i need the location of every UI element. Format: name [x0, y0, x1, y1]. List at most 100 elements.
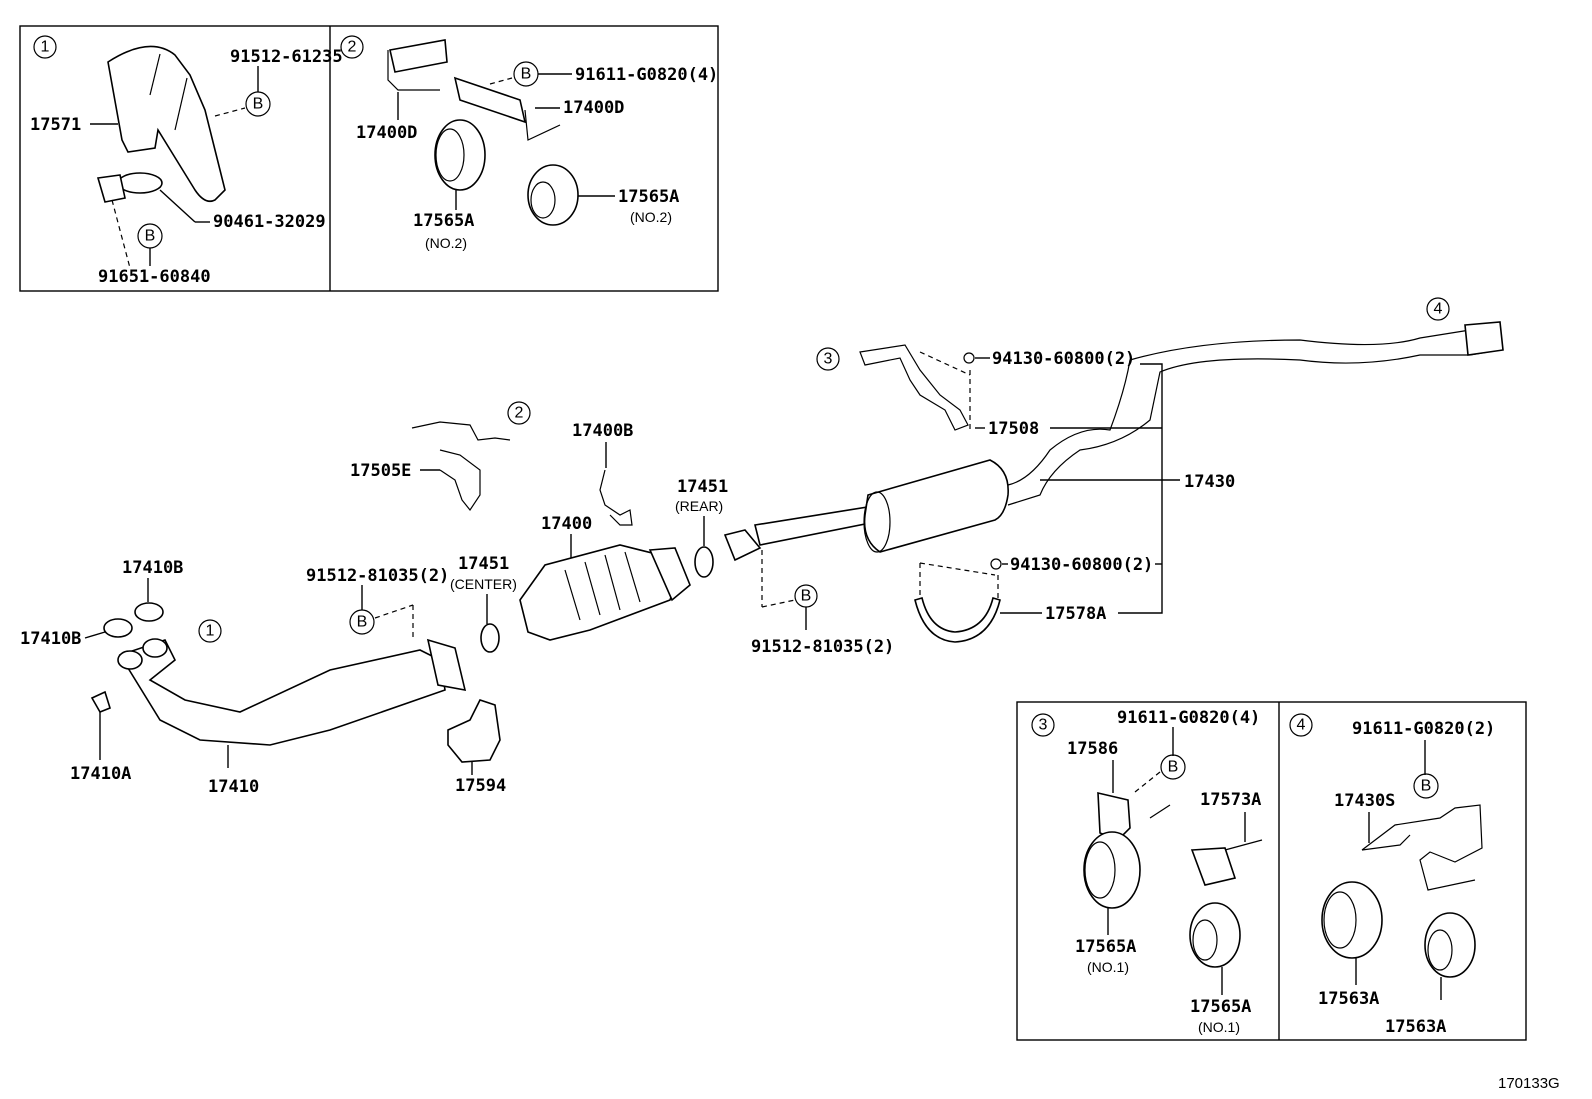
- bracket-17400b[interactable]: [599, 469, 633, 526]
- label-17586: 17586: [1067, 739, 1118, 759]
- bracket-17505e[interactable]: [411, 421, 511, 512]
- label-91651-60840: 91651-60840: [98, 267, 211, 287]
- label-17430s: 17430S: [1334, 791, 1395, 811]
- marker-1-text: 1: [206, 623, 215, 640]
- heat-insulator-17578a[interactable]: [914, 597, 1001, 643]
- clamp-90461-32029[interactable]: [117, 172, 163, 194]
- bracket-17594[interactable]: [447, 699, 501, 763]
- marker-2-text: 2: [348, 39, 357, 56]
- bolt-b-text: B: [801, 588, 812, 605]
- label-94130-60800-bottom: 94130-60800(2): [1010, 555, 1153, 575]
- manifold-port: [117, 650, 143, 670]
- label-no2: (NO.2): [630, 209, 672, 225]
- rubber-inner: [435, 128, 465, 182]
- marker-3-text: 3: [824, 351, 833, 368]
- label-17573a: 17573A: [1200, 790, 1261, 810]
- rubber-hanger-17563a[interactable]: [1321, 881, 1383, 959]
- hanger-17430s[interactable]: [1361, 804, 1483, 891]
- label-17400d-right: 17400D: [563, 98, 624, 118]
- rubber-inner: [1084, 841, 1116, 899]
- heat-insulator-17571[interactable]: [107, 45, 226, 203]
- label-91611-g0820: 91611-G0820(4): [1117, 708, 1260, 728]
- bolt-b-text: B: [253, 96, 264, 113]
- rubber-inner: [1192, 919, 1218, 961]
- tail-pipe-tip: [1464, 321, 1504, 356]
- label-91611-g0820: 91611-G0820(2): [1352, 719, 1495, 739]
- bolt-b-icon: [1160, 754, 1186, 780]
- converter-flange: [648, 547, 691, 602]
- inset-4: 4 91611-G0820(2) B 17430S 17563A 17563A: [1289, 713, 1495, 1037]
- bracket-bolt: [1149, 804, 1171, 819]
- bolt-b-icon: [245, 91, 271, 117]
- center-pipe-flange: [723, 529, 762, 562]
- manifold-port: [142, 638, 168, 658]
- dashed-leader: [761, 599, 796, 608]
- label-17594: 17594: [455, 776, 506, 796]
- inset-2: 2 B 91611-G0820(4) 17400D 17400D 17565A …: [340, 35, 718, 251]
- label-17400d-left: 17400D: [356, 123, 417, 143]
- label-90461-32029: 90461-32029: [213, 212, 326, 232]
- label-17565a: 17565A: [618, 187, 679, 207]
- muffler-end: [863, 491, 891, 553]
- bolt-b-text: B: [521, 66, 532, 83]
- front-pipe-17410[interactable]: [118, 639, 446, 746]
- label-17563a: 17563A: [1385, 1017, 1446, 1037]
- nut-icon: [963, 352, 975, 364]
- marker-3-text: 3: [1039, 717, 1048, 734]
- label-17400b: 17400B: [572, 421, 633, 441]
- bracket-17573a[interactable]: [1190, 847, 1237, 886]
- label-17451-rear: 17451: [677, 477, 728, 497]
- label-17563a: 17563A: [1318, 989, 1379, 1009]
- bolt-b-text: B: [145, 228, 156, 245]
- dashed-leader: [214, 107, 246, 117]
- label-no2: (NO.2): [425, 235, 467, 251]
- dashed-leader: [489, 77, 513, 85]
- inset-1: 1 91512-61235 B 17571 90461-32029 B 9165…: [30, 35, 343, 287]
- bolt-b-text: B: [1168, 759, 1179, 776]
- label-17410: 17410: [208, 777, 259, 797]
- label-17451-center: 17451: [458, 554, 509, 574]
- bracket-17400d-left[interactable]: [389, 39, 448, 73]
- part-17410a[interactable]: [90, 690, 111, 714]
- bracket-rod: [387, 50, 440, 91]
- bolt-b-icon: [349, 609, 375, 635]
- rubber-hanger-17565a[interactable]: [434, 119, 486, 191]
- rubber-hanger-17563a[interactable]: [1424, 912, 1476, 978]
- rubber-hanger-17565a[interactable]: [1189, 902, 1241, 968]
- hanger-bracket-17508[interactable]: [859, 344, 969, 431]
- label-17565a: 17565A: [1075, 937, 1136, 957]
- hanger-rod: [1361, 834, 1411, 851]
- bracket-17400d-right[interactable]: [453, 76, 527, 124]
- marker-2-text: 2: [515, 405, 524, 422]
- marker-4: [1289, 713, 1313, 737]
- bolt-b-icon: [1413, 773, 1439, 799]
- dashed-leader: [919, 351, 971, 376]
- insulator-ridge: [149, 53, 161, 96]
- rubber-hanger-17565a[interactable]: [527, 164, 579, 226]
- marker-2: [507, 401, 531, 425]
- gasket-17410b[interactable]: [134, 602, 164, 622]
- label-17400: 17400: [541, 514, 592, 534]
- leader: [159, 189, 196, 223]
- label-17505e: 17505E: [350, 461, 411, 481]
- bracket-bolt: [1224, 839, 1263, 851]
- label-91611-g0820: 91611-G0820(4): [575, 65, 718, 85]
- group-bracket: [1118, 363, 1163, 614]
- tail-pipe: [1007, 324, 1501, 506]
- label-91512-81035-rear: 91512-81035(2): [751, 637, 894, 657]
- muffler-17430[interactable]: [863, 459, 1009, 553]
- dashed-leader: [919, 562, 996, 576]
- marker-1-text: 1: [41, 39, 50, 56]
- gasket-17451-center[interactable]: [480, 623, 500, 653]
- rubber-inner: [530, 181, 556, 219]
- gasket-17410b[interactable]: [103, 618, 133, 638]
- label-center: (CENTER): [450, 576, 517, 592]
- bracket-17586[interactable]: [1097, 791, 1131, 841]
- nut-icon: [990, 558, 1002, 570]
- label-17508: 17508: [988, 419, 1039, 439]
- label-17565a: 17565A: [1190, 997, 1251, 1017]
- gasket-17451-rear[interactable]: [694, 546, 714, 578]
- marker-1: [33, 35, 57, 59]
- marker-3: [1031, 713, 1055, 737]
- rubber-hanger-17565a[interactable]: [1083, 831, 1141, 909]
